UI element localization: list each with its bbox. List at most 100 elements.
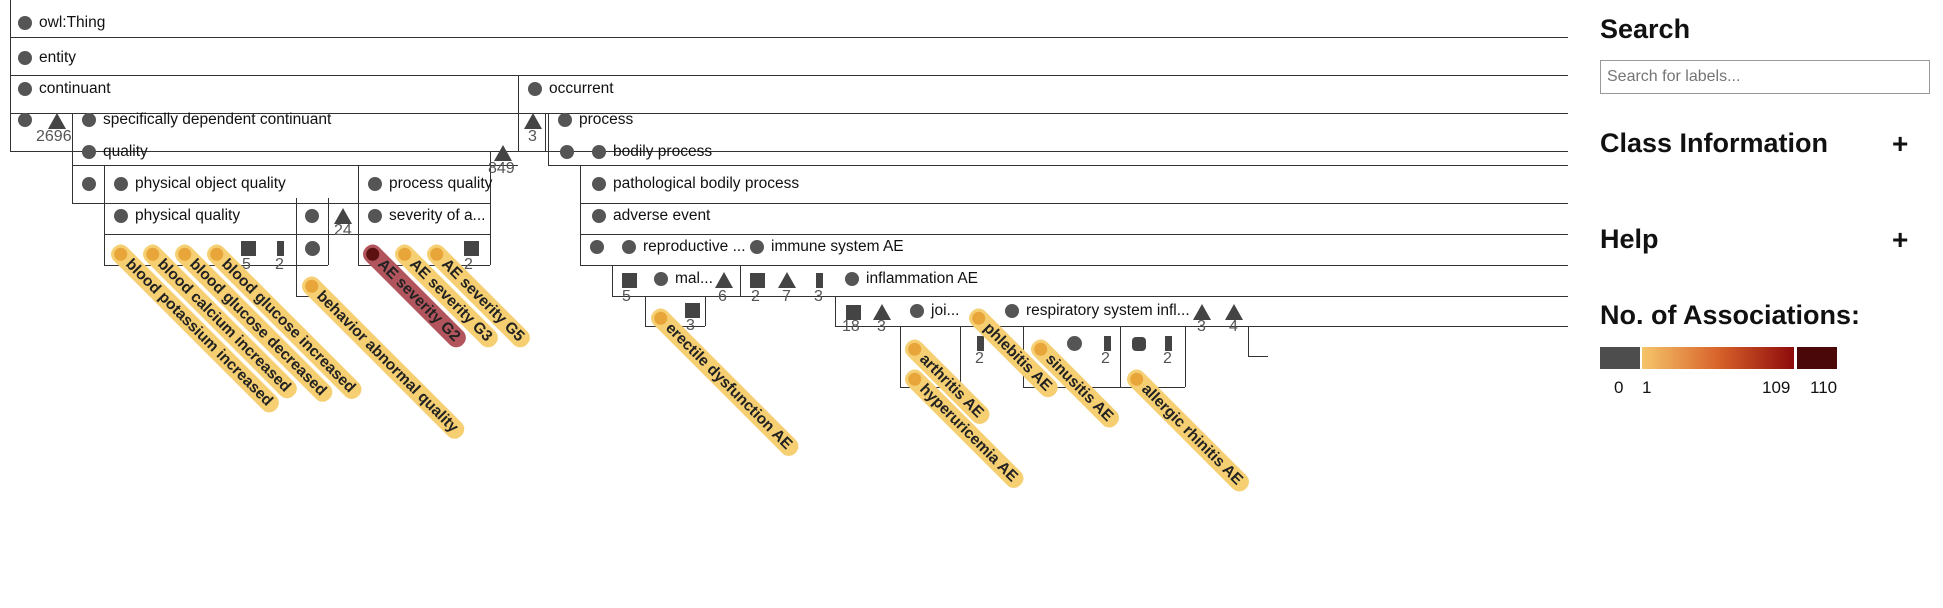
node-label: process quality (389, 175, 493, 192)
hexagon-icon[interactable] (1132, 337, 1146, 351)
node-label: quality (103, 143, 148, 160)
leaf-allergic-rhinitis-ae[interactable]: allergic rhinitis AE (1123, 365, 1253, 495)
class-dot-icon (592, 145, 606, 159)
count-label: 2 (275, 256, 284, 273)
node-label: physical quality (135, 207, 241, 224)
bar-icon[interactable] (277, 241, 284, 256)
node-pathological-bodily-process[interactable]: pathological bodily process (592, 165, 799, 203)
bar-icon[interactable] (1165, 336, 1172, 351)
node-joi[interactable]: joi... (910, 292, 959, 330)
legend-label-0: 0 (1614, 378, 1624, 397)
node-immune-system-ae[interactable]: immune system AE (750, 228, 904, 266)
node-continuant[interactable]: continuant (18, 70, 111, 108)
count-label: 18 (842, 318, 860, 335)
class-dot-icon (18, 113, 32, 127)
node-reproductive[interactable]: reproductive ... (622, 228, 746, 266)
node-entity[interactable]: entity (18, 39, 76, 77)
class-dot-icon (82, 145, 96, 159)
count-label: 5 (622, 288, 631, 305)
square-icon[interactable] (750, 273, 765, 288)
node-quality[interactable]: quality (82, 133, 148, 171)
node-label: bodily process (613, 143, 713, 160)
node-physical-quality[interactable]: physical quality (114, 197, 240, 235)
square-icon[interactable] (622, 273, 637, 288)
triangle-icon[interactable] (524, 113, 542, 129)
node-respiratory-system-infl[interactable]: respiratory system infl... (1005, 292, 1190, 330)
class-dot-icon (18, 16, 32, 30)
class-dot-icon[interactable] (305, 241, 320, 256)
count-label: 849 (488, 160, 515, 177)
square-icon[interactable] (846, 305, 861, 320)
row-level-3 (10, 114, 1568, 152)
class-dot-icon (82, 113, 96, 127)
square-icon[interactable] (685, 303, 700, 318)
node-mal[interactable]: mal... (654, 260, 713, 298)
count-label: 5 (242, 256, 251, 273)
class-dot-icon (592, 209, 606, 223)
triangle-icon[interactable] (778, 272, 796, 288)
count-label: 2 (464, 256, 473, 273)
class-dot-icon (558, 113, 572, 127)
class-dot-icon (622, 240, 636, 254)
class-information-plus-icon[interactable]: + (1892, 128, 1909, 159)
search-title: Search (1600, 14, 1691, 44)
triangle-icon[interactable] (334, 208, 352, 224)
search-input[interactable] (1600, 60, 1930, 94)
count-label: 2 (751, 288, 760, 305)
node-adverse-event[interactable]: adverse event (592, 197, 710, 235)
node-collapsed-b[interactable] (560, 133, 581, 171)
triangle-icon[interactable] (715, 272, 733, 288)
triangle-icon[interactable] (873, 304, 891, 320)
legend-title: No. of Associations: (1600, 300, 1861, 330)
node-collapsed-c[interactable] (82, 165, 103, 203)
node-label: physical object quality (135, 175, 286, 192)
row-level-2 (10, 76, 1568, 114)
class-dot-icon[interactable] (1067, 336, 1082, 351)
help-toggle[interactable]: Help (1600, 224, 1659, 254)
node-label: adverse event (613, 207, 711, 224)
class-dot-icon (1005, 304, 1019, 318)
leaf-erectile-dysfunction-ae[interactable]: erectile dysfunction AE (647, 304, 802, 460)
node-physical-object-quality[interactable]: physical object quality (114, 165, 286, 203)
bar-icon[interactable] (1104, 336, 1111, 351)
count-label: 24 (334, 222, 352, 239)
bar-icon[interactable] (977, 336, 984, 351)
triangle-icon[interactable] (1225, 304, 1243, 320)
leaf-label: blood calcium increased (154, 255, 295, 396)
node-label: respiratory system infl... (1026, 302, 1190, 319)
node-collapsed-a[interactable] (18, 101, 39, 139)
count-label: 4 (1229, 318, 1238, 335)
node-severity-of-a[interactable]: severity of a... (368, 197, 485, 235)
node-bodily-process[interactable]: bodily process (592, 133, 712, 171)
class-dot-icon (910, 304, 924, 318)
node-occurrent[interactable]: occurrent (528, 70, 614, 108)
count-label: 2 (1101, 350, 1110, 367)
square-icon[interactable] (464, 241, 479, 256)
node-label: specifically dependent continuant (103, 111, 332, 128)
bar-icon[interactable] (816, 273, 823, 288)
row-owl-thing (10, 0, 1568, 38)
count-label: 3 (528, 128, 537, 145)
triangle-icon[interactable] (48, 113, 66, 129)
node-process[interactable]: process (558, 101, 633, 139)
node-label: reproductive ... (643, 238, 746, 255)
count-label: 2696 (36, 128, 72, 145)
triangle-icon[interactable] (494, 145, 512, 161)
triangle-icon[interactable] (1193, 304, 1211, 320)
count-label: 3 (877, 318, 886, 335)
node-process-quality[interactable]: process quality (368, 165, 492, 203)
node-label: immune system AE (771, 238, 904, 255)
class-dot-icon (305, 209, 319, 223)
class-dot-icon (368, 209, 382, 223)
help-plus-icon[interactable]: + (1892, 224, 1909, 255)
legend-no-association-swatch (1600, 347, 1640, 369)
node-inflammation-ae[interactable]: inflammation AE (845, 260, 978, 298)
class-information-toggle[interactable]: Class Information (1600, 128, 1829, 158)
node-specifically-dependent-continuant[interactable]: specifically dependent continuant (82, 101, 331, 139)
node-owl-thing[interactable]: owl:Thing (18, 4, 105, 42)
square-icon[interactable] (241, 241, 256, 256)
node-collapsed-e[interactable] (590, 228, 611, 266)
node-collapsed-d[interactable] (305, 197, 326, 235)
side-panel: Search Class Information + Help + No. of… (1600, 0, 1943, 608)
count-label: 2 (975, 350, 984, 367)
